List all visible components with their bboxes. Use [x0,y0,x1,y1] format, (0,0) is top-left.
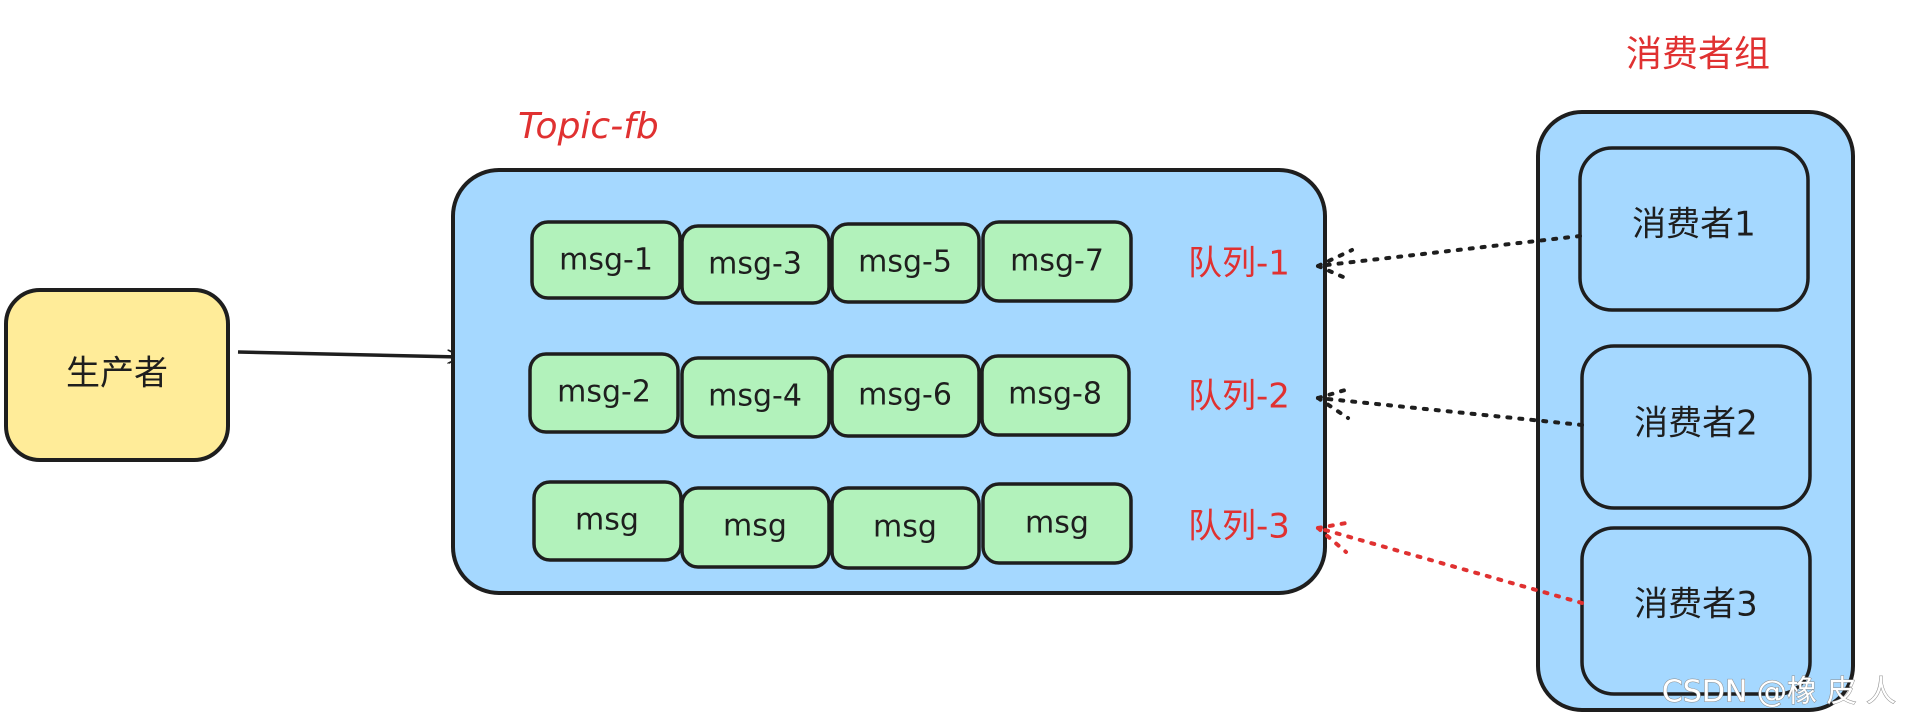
producer-node: 生产者 [4,288,230,462]
message-label: msg-8 [1008,377,1102,412]
message-box: msg [981,482,1133,565]
message-box: msg-7 [981,220,1133,303]
message-label: msg-6 [858,378,952,413]
message-label: msg-7 [1010,244,1104,279]
message-box: msg-5 [830,222,981,304]
topic-title: Topic-fb [518,106,659,147]
message-label: msg-1 [559,243,653,278]
watermark: CSDN @橡 皮 人 [1662,675,1896,710]
message-box: msg [532,480,683,562]
producer-to-topic-arrow [237,352,460,357]
queue-label: 队列-1 [1188,244,1290,284]
queue-row: msg-1 msg-3 msg-5 msg-7 队列-1 [530,220,1290,305]
queue-label: 队列-3 [1188,507,1290,547]
message-label: msg [1025,506,1089,541]
consumer-box [1580,526,1812,696]
consumer-group-title: 消费者组 [1626,34,1770,75]
consumer-node: 消费者1 [1578,146,1810,312]
consumer-node: 消费者3 [1580,526,1812,696]
connector-queue2-consumer2 [1316,386,1584,427]
producer-label: 生产者 [66,354,168,394]
queue-label: 队列-2 [1188,377,1290,417]
consumer-node: 消费者2 [1580,344,1812,510]
consumer-label: 消费者1 [1632,205,1756,245]
message-label: msg-3 [708,247,802,282]
connector-queue1-consumer1 [1316,234,1582,282]
message-label: msg-2 [557,375,651,410]
consumer-label: 消费者3 [1634,585,1758,625]
consumer-box [1578,146,1810,312]
message-label: msg [873,510,937,545]
message-box: msg-4 [680,356,831,439]
message-box: msg-2 [528,352,680,434]
message-box: msg [680,486,831,569]
message-box: msg [830,486,981,570]
message-box: msg-3 [680,224,831,305]
message-box: msg-6 [830,354,981,438]
message-label: msg [575,503,639,538]
message-box: msg-1 [530,220,682,300]
consumer-label: 消费者2 [1634,404,1758,444]
connector-queue3-consumer3 [1316,520,1584,605]
producer-box [4,288,230,462]
queue-row: msg msg msg msg 队列-3 [532,480,1290,570]
message-label: msg [723,509,787,544]
message-label: msg-4 [708,379,802,414]
message-label: msg-5 [858,245,952,280]
message-box: msg-8 [980,354,1131,437]
queue-row: msg-2 msg-4 msg-6 msg-8 队列-2 [528,352,1290,439]
